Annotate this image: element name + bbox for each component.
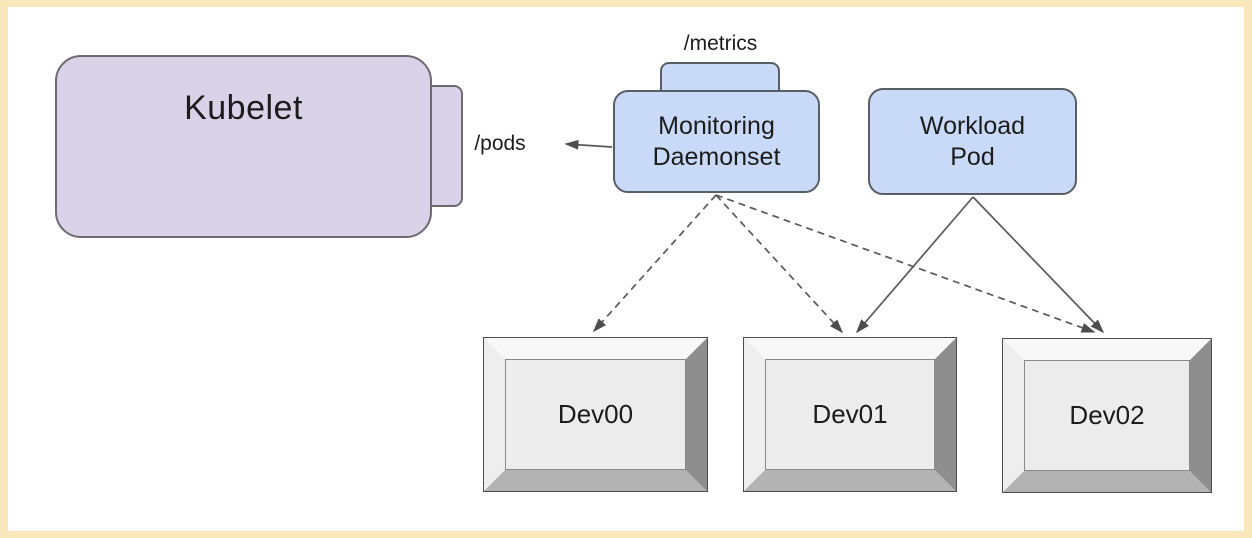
edge-md-to-kubelet-pods — [564, 139, 613, 150]
edge-md-to-dev01 — [715, 194, 844, 334]
monitoring-daemonset-label-line2: Daemonset — [652, 142, 781, 171]
device-label: Dev00 — [505, 359, 686, 470]
kubelet-label: Kubelet — [184, 89, 303, 127]
pods-endpoint-label: /pods — [474, 132, 526, 155]
kubelet-node: Kubelet — [55, 55, 432, 238]
device-bevel — [1003, 339, 1211, 492]
metrics-endpoint-label: /metrics — [683, 32, 758, 55]
device-bevel — [744, 338, 956, 491]
workload-pod-label-line2: Pod — [950, 142, 995, 171]
device-node-dev02: Dev02 — [1002, 338, 1212, 493]
edge-md-to-dev00 — [592, 194, 717, 333]
monitoring-daemonset-node: Monitoring Daemonset — [613, 90, 820, 193]
monitoring-daemonset-label-line1: Monitoring — [658, 111, 775, 140]
workload-pod-label-line1: Workload — [919, 111, 1026, 140]
device-node-dev01: Dev01 — [743, 337, 957, 492]
device-label: Dev01 — [765, 359, 935, 470]
device-node-dev00: Dev00 — [483, 337, 708, 492]
edge-wp-to-dev01 — [856, 196, 974, 334]
device-bevel — [484, 338, 707, 491]
edge-wp-to-dev02 — [972, 196, 1105, 334]
device-label: Dev02 — [1024, 360, 1190, 471]
workload-pod-node: Workload Pod — [868, 88, 1077, 195]
